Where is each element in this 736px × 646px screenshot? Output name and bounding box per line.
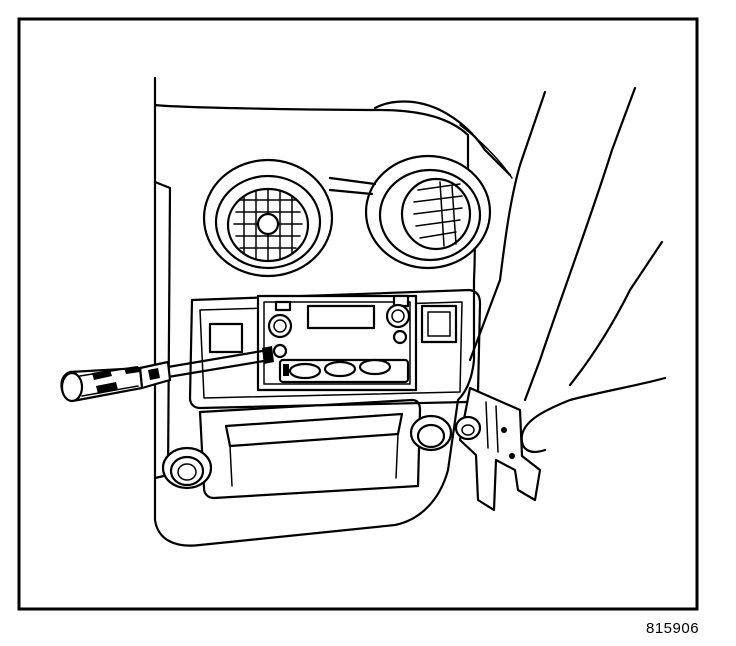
left-air-outlet [202, 158, 334, 278]
figure-number: 815906 [646, 620, 700, 637]
mounting-bracket [454, 386, 542, 512]
outlet-bridge [328, 176, 377, 196]
right-small-button [392, 329, 408, 345]
mode-button-2 [323, 360, 357, 378]
left-control-knob [267, 313, 293, 339]
side-trim-panel [468, 86, 667, 453]
figure-border [17, 17, 699, 611]
right-control-knob [385, 303, 411, 329]
display-window [306, 304, 376, 330]
outlet-adjuster-knob [256, 212, 280, 236]
storage-bin [198, 398, 422, 500]
right-air-outlet [364, 154, 492, 270]
left-power-outlet [161, 446, 213, 490]
screwdriver-tool [60, 346, 274, 403]
mode-button-3 [358, 358, 392, 376]
hvac-control-head [256, 294, 418, 392]
left-small-button [272, 343, 288, 359]
mode-button-1 [288, 362, 322, 380]
right-switch [420, 304, 458, 344]
left-switch-slot [208, 322, 244, 354]
right-power-outlet [409, 414, 453, 452]
